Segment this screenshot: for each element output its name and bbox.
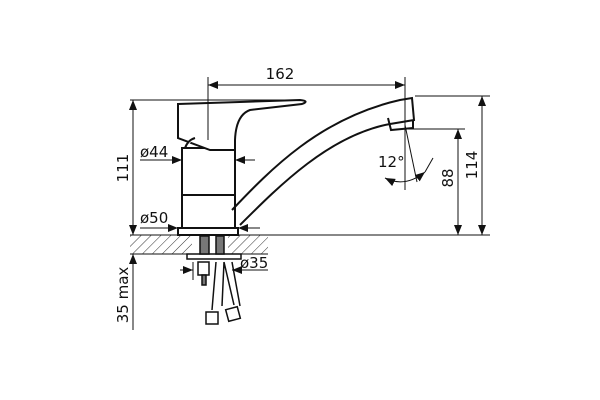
countertop-section bbox=[130, 234, 490, 255]
dim-total-height: 114 bbox=[463, 151, 481, 180]
dim-spout-reach: 162 bbox=[266, 65, 295, 83]
dimension-lines bbox=[129, 77, 490, 330]
faucet-body bbox=[177, 147, 239, 236]
lever-handle bbox=[177, 98, 307, 151]
dim-spout-angle: 12° bbox=[378, 153, 405, 171]
mounting-hardware bbox=[186, 235, 242, 325]
spout bbox=[231, 96, 416, 226]
dim-max-counter-thickness: 35 max bbox=[114, 267, 132, 324]
dimension-labels: 162 ø44 ø50 ø35 12° 111 88 114 35 max bbox=[114, 65, 481, 323]
dim-mounting-diameter: ø35 bbox=[240, 254, 268, 272]
dim-base-diameter: ø50 bbox=[140, 209, 168, 227]
dim-body-height: 111 bbox=[114, 154, 132, 183]
dim-spout-outlet-height: 88 bbox=[439, 168, 457, 187]
dim-body-diameter: ø44 bbox=[140, 143, 168, 161]
